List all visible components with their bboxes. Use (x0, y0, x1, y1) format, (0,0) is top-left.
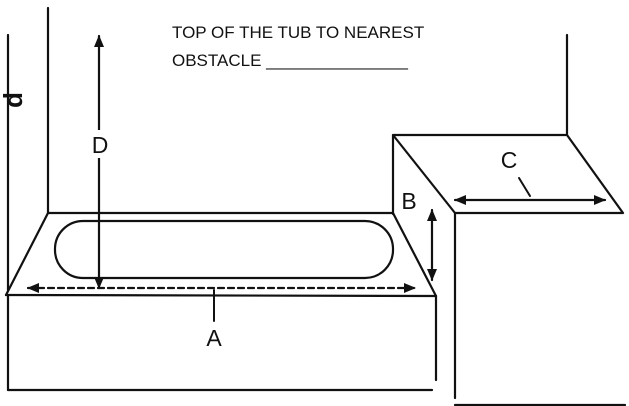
label-c: C (501, 147, 518, 173)
dimension-c-leader (518, 177, 531, 197)
label-b: B (401, 188, 416, 214)
label-d-bg (86, 130, 114, 158)
tub-rim-left (4, 211, 50, 297)
faucet-icon: d (0, 92, 28, 108)
note-line-1: TOP OF THE TUB TO NEAREST (172, 23, 424, 42)
note-line-2: OBSTACLE _______________ (172, 51, 409, 70)
label-d: D (92, 132, 109, 158)
label-a: A (206, 325, 222, 351)
tub-rim-front (4, 293, 438, 298)
step-block-top (391, 133, 625, 216)
tub-rim-right (391, 211, 438, 298)
tub-basin (53, 219, 395, 280)
